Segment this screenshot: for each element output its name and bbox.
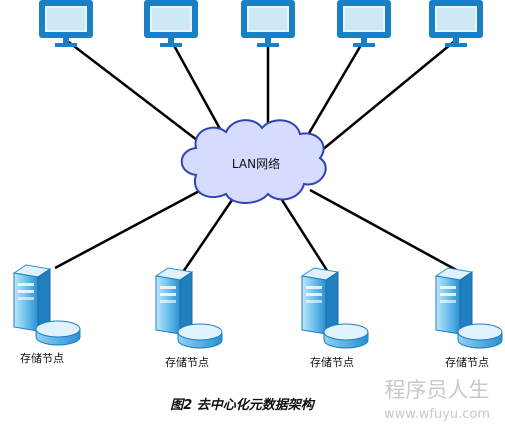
cloud-shape [180, 119, 327, 204]
connection-lines [54, 39, 461, 274]
link-node-2 [181, 199, 234, 273]
monitor-icon [144, 0, 198, 47]
server-icon [435, 267, 503, 349]
lan-cloud: LAN网络 [180, 119, 327, 204]
link-node-3 [280, 199, 330, 273]
network-label: LAN网络 [232, 156, 280, 171]
link-monitor-4 [303, 39, 366, 141]
watermark-title: 程序员人生 [385, 378, 490, 402]
link-monitor-1 [65, 39, 211, 151]
storage-node-label: 存储节点 [165, 355, 209, 369]
client-monitors [39, 0, 483, 47]
link-node-1 [54, 186, 206, 270]
storage-nodes: 存储节点 存储节点 存储节点 存储节点 [13, 264, 503, 369]
storage-node-label: 存储节点 [310, 355, 354, 369]
server-icon [301, 267, 369, 349]
link-monitor-5 [315, 39, 457, 156]
watermark-url: www.wfuyu.com [384, 407, 490, 422]
storage-node: 存储节点 [435, 267, 503, 369]
storage-node: 存储节点 [13, 264, 81, 365]
storage-node-label: 存储节点 [445, 355, 489, 369]
link-node-4 [309, 188, 461, 274]
monitor-icon [39, 0, 93, 47]
storage-node-label: 存储节点 [20, 351, 64, 365]
link-monitor-2 [169, 39, 227, 139]
server-icon [13, 264, 81, 346]
monitor-icon [241, 0, 295, 47]
server-icon [155, 267, 223, 349]
storage-node: 存储节点 [155, 267, 223, 369]
watermark: 程序员人生 www.wfuyu.com [384, 378, 490, 422]
storage-node: 存储节点 [301, 267, 369, 369]
monitor-icon [337, 0, 391, 47]
figure-caption: 图2 去中心化元数据架构 [170, 397, 316, 413]
monitor-icon [429, 0, 483, 47]
